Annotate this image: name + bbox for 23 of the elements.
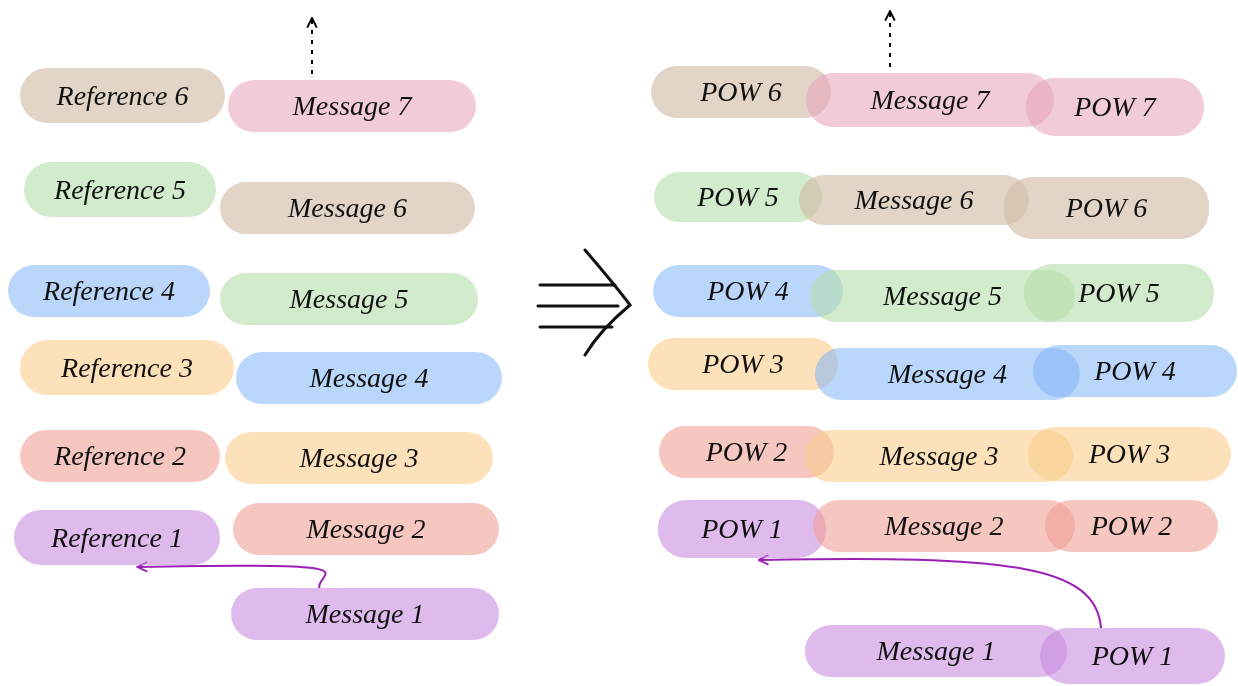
arrow — [884, 10, 896, 68]
message-tag: Message 7 — [228, 80, 476, 132]
pow-tag: POW 7 — [1026, 78, 1204, 136]
pow-tag: POW 6 — [1004, 177, 1209, 239]
reference-tag: Reference 3 — [20, 340, 234, 395]
reference-tag: Reference 4 — [8, 265, 210, 317]
pow-tag: POW 4 — [1033, 345, 1237, 397]
message-tag: Message 5 — [220, 273, 478, 325]
message-tag: Message 4 — [236, 352, 502, 404]
reference-tag: Reference 2 — [20, 430, 220, 482]
message-tag: Message 3 — [225, 432, 493, 484]
pow-tag: POW 3 — [1028, 427, 1231, 481]
message-tag: Message 2 — [233, 503, 499, 555]
message-tag: Message 1 — [231, 588, 499, 640]
arrow — [306, 17, 318, 75]
reference-tag: Reference 6 — [20, 68, 225, 123]
pow-tag: POW 5 — [1024, 264, 1214, 322]
pow-tag: POW 2 — [1045, 500, 1218, 552]
reference-tag: Reference 1 — [14, 510, 220, 565]
message-tag: Message 6 — [220, 182, 475, 234]
pow-tag: POW 1 — [1040, 628, 1225, 684]
arrow — [757, 554, 1103, 629]
reference-tag: Reference 5 — [24, 162, 216, 217]
